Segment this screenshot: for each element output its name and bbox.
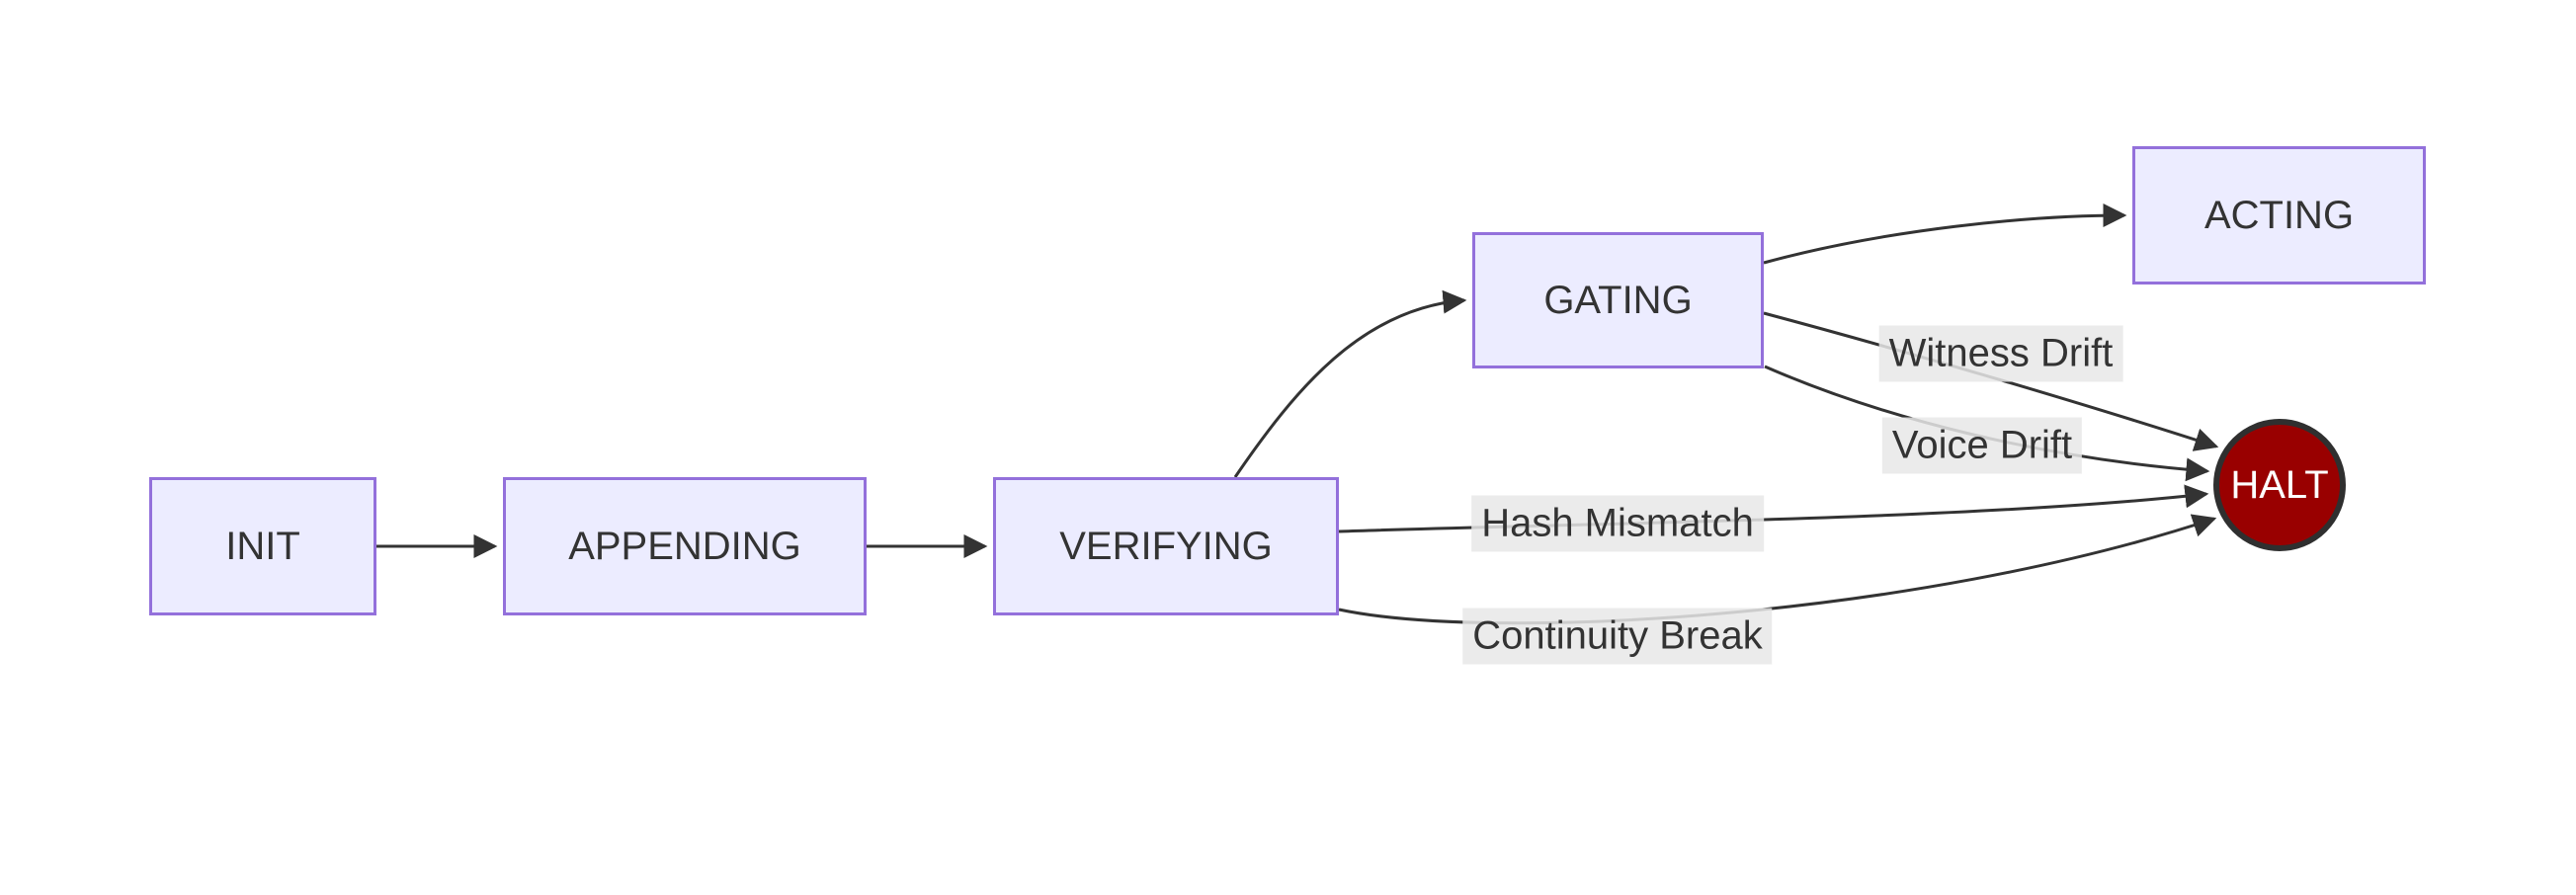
node-appending: APPENDING — [503, 477, 867, 615]
node-init: INIT — [149, 477, 376, 615]
node-gating-label: GATING — [1543, 278, 1693, 322]
edge-label-hash-mismatch: Hash Mismatch — [1471, 495, 1764, 552]
node-appending-label: APPENDING — [568, 524, 801, 568]
edge-gating-acting — [1763, 203, 2127, 265]
node-init-label: INIT — [225, 524, 300, 568]
edge-verifying-gating — [1233, 289, 1467, 478]
node-gating: GATING — [1472, 232, 1764, 368]
node-verifying: VERIFYING — [993, 477, 1339, 615]
node-acting: ACTING — [2132, 146, 2426, 285]
node-acting-label: ACTING — [2203, 193, 2355, 237]
node-halt-label: HALT — [2230, 462, 2329, 507]
edge-label-witness-drift: Witness Drift — [1878, 325, 2123, 382]
edge-verifying-halt-hash — [1338, 484, 2209, 533]
edge-label-voice-drift: Voice Drift — [1881, 417, 2083, 474]
node-halt: HALT — [2213, 419, 2346, 551]
edge-label-continuity-break: Continuity Break — [1462, 608, 1773, 665]
node-verifying-label: VERIFYING — [1059, 524, 1273, 568]
